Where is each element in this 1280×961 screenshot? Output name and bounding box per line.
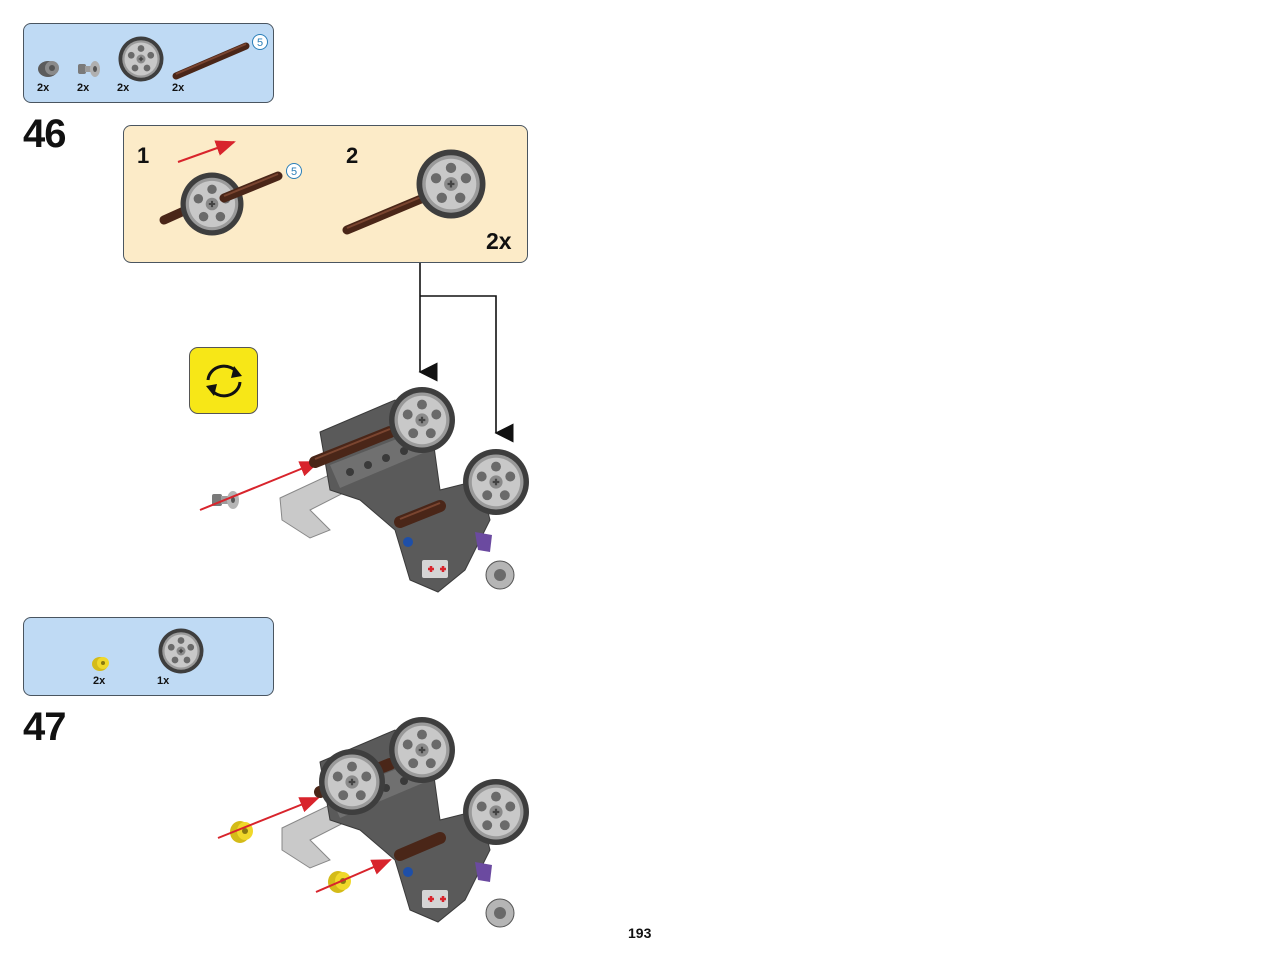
step-number-46: 46: [23, 112, 66, 156]
connector-icon: [78, 61, 100, 77]
axle-length-badge: 5: [252, 34, 268, 50]
step46-parts-list: 2x 2x 2x 2x 5: [23, 23, 274, 103]
part-qty: 2x: [37, 82, 50, 94]
part-qty: 1x: [157, 675, 170, 687]
sub-multiplier: 2x: [486, 228, 512, 254]
part-qty: 2x: [117, 82, 130, 94]
step-number-47: 47: [23, 705, 66, 749]
sub-assembly-box: 1 2 5 2x: [123, 125, 528, 263]
yellow-bush-icon: [92, 657, 109, 671]
step47-parts-list: 2x 1x: [23, 617, 274, 696]
rotate-icon: [206, 364, 242, 398]
axle-icon: [172, 42, 250, 80]
part-qty: 2x: [77, 82, 90, 94]
rotate-model-indicator: [189, 347, 258, 414]
sub-step-2: 2: [346, 143, 359, 168]
step46-model-illustration: [199, 385, 531, 593]
sub-step-1-illustration: [159, 140, 283, 237]
sub-step-1: 1: [137, 143, 150, 168]
wheel-hub-icon: [157, 627, 205, 675]
part-qty: 2x: [172, 82, 185, 94]
sub-step-2-illustration: [342, 148, 487, 235]
bush-icon: [38, 61, 59, 77]
axle-length-badge: 5: [286, 163, 302, 179]
part-qty: 2x: [93, 675, 106, 687]
step47-model-illustration: [217, 715, 531, 928]
page-number: 193: [628, 925, 652, 941]
